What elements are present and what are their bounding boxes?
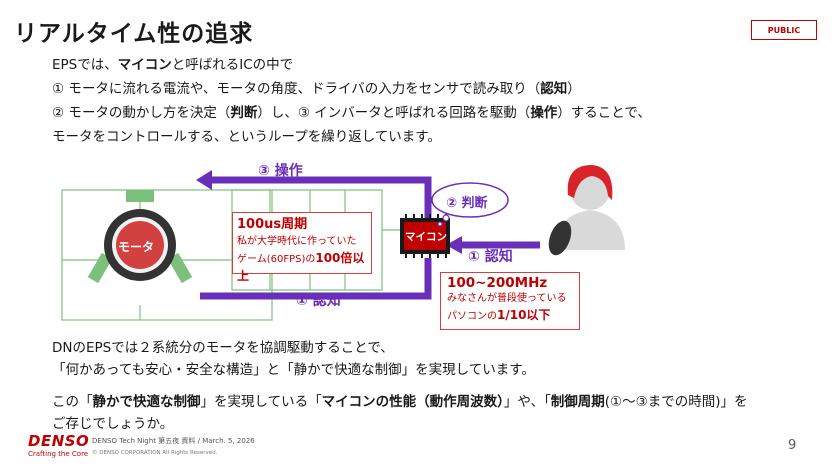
driver-icon <box>548 165 625 256</box>
recognize-bottom-label: ① 認知 <box>296 293 341 309</box>
intro-line-2: ① モータに流れる電流や、モータの角度、ドライバの入力をセンサで読み取り（認知） <box>52 81 581 97</box>
page-title: リアルタイム性の追求 <box>14 21 254 47</box>
motor-label: モータ <box>118 240 155 254</box>
mcu-frequency-callout: 100~200MHz みなさんが普段使っている パソコンの1/10以下 <box>440 272 580 330</box>
motor-coils <box>87 190 193 284</box>
eps-loop-diagram <box>61 165 625 321</box>
control-cycle-callout: 100us周期 私が大学時代に作っていた ゲーム(60FPS)の100倍以上 <box>232 212 372 283</box>
body-line-4: ご存じでしょうか。 <box>52 416 174 432</box>
mcu-label: マイコン <box>405 231 447 243</box>
judge-thought-bubble <box>431 182 509 227</box>
footer-note: DENSO Tech Night 第五夜 資料 / March. 5, 2026 <box>92 437 255 445</box>
page-number: 9 <box>788 438 797 453</box>
denso-logo: DENSO <box>28 432 90 450</box>
public-badge: PUBLIC <box>751 20 817 40</box>
denso-tagline: Crafting the Core <box>28 450 89 458</box>
motor-icon <box>104 209 176 281</box>
intro-line-4: モータをコントロールする、というループを繰り返しています。 <box>52 129 441 145</box>
intro-line-1: EPSでは、マイコンと呼ばれるICの中で <box>52 57 294 73</box>
operate-label: ③ 操作 <box>258 163 303 179</box>
intro-line-3: ② モータの動かし方を決定（判断）し、③ インバータと呼ばれる回路を駆動（操作）… <box>52 105 651 121</box>
recognize-right-label: ① 認知 <box>468 249 513 265</box>
body-line-2: 「何かあっても安心・安全な構造」と「静かで快適な制御」を実現しています。 <box>52 362 535 378</box>
control-loop-arrows <box>200 176 432 300</box>
body-line-1: DNのEPSでは２系統分のモータを協調駆動することで、 <box>52 340 394 356</box>
footer-copyright: © DENSO CORPORATION All Rights Reserved. <box>92 450 218 456</box>
judge-label: ② 判断 <box>446 196 488 211</box>
body-line-3: この「静かで快適な制御」を実現している「マイコンの性能（動作周波数）」や、「制御… <box>52 394 748 410</box>
